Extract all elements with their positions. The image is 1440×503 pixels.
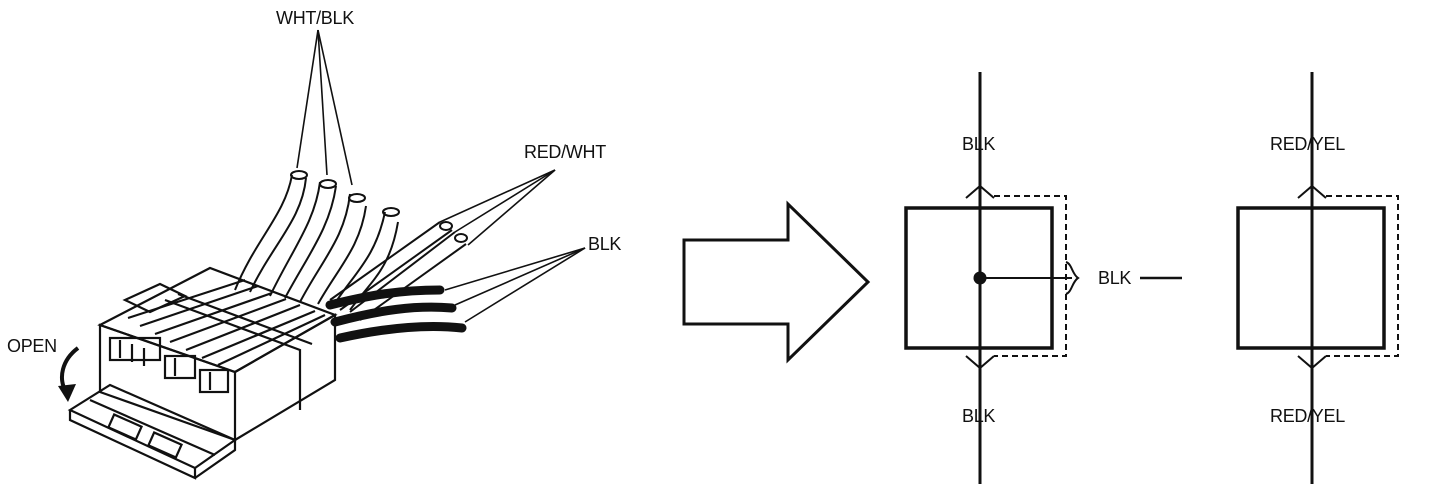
bottom-chevron bbox=[965, 355, 995, 370]
red-wht-leaders bbox=[439, 169, 556, 246]
schematic-red-yel: RED/YEL RED/YEL bbox=[1236, 72, 1399, 484]
label-red-yel-top: RED/YEL bbox=[1270, 134, 1345, 154]
label-red-yel-bottom: RED/YEL bbox=[1270, 406, 1345, 426]
top-chevron bbox=[1297, 184, 1327, 199]
label-wht-blk: WHT/BLK bbox=[276, 8, 354, 28]
label-blk-wires: BLK bbox=[588, 234, 621, 254]
label-blk-side: BLK bbox=[1098, 268, 1131, 288]
label-blk-top: BLK bbox=[962, 134, 995, 154]
lock-plate bbox=[67, 383, 238, 480]
blk-leaders bbox=[444, 247, 586, 323]
large-right-arrow-icon bbox=[682, 200, 871, 364]
connector-box bbox=[1236, 206, 1386, 350]
top-chevron bbox=[965, 184, 995, 199]
bottom-chevron bbox=[1297, 355, 1327, 370]
label-red-wht: RED/WHT bbox=[524, 142, 606, 162]
curved-arrow-icon bbox=[58, 346, 80, 402]
side-bracket bbox=[1065, 261, 1080, 295]
wht-blk-wires bbox=[234, 170, 400, 311]
dashed-outline bbox=[1326, 195, 1399, 357]
connector-illustration: WHT/BLK RED/WHT BLK OPEN bbox=[7, 8, 622, 480]
dashed-outline bbox=[994, 195, 1067, 357]
schematic-blk: BLK BLK BLK bbox=[904, 72, 1182, 484]
connector-housing bbox=[97, 266, 338, 442]
label-blk-bottom: BLK bbox=[962, 406, 995, 426]
wht-blk-leaders bbox=[296, 29, 353, 186]
label-open: OPEN bbox=[7, 336, 57, 356]
blk-wires bbox=[325, 285, 467, 343]
